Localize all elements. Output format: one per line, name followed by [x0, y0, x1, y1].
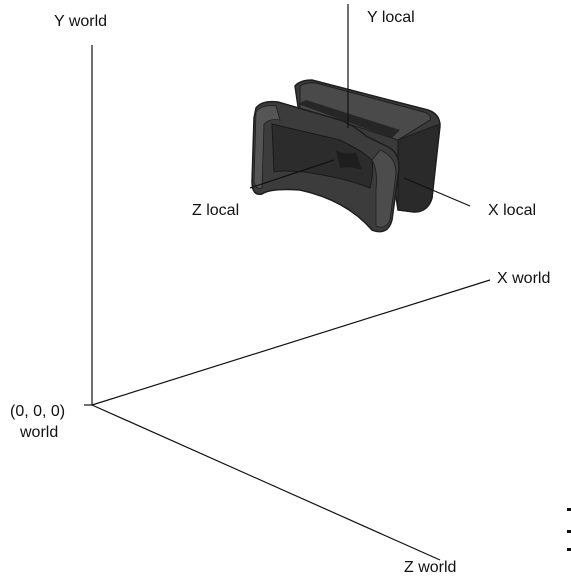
edge-mark: [567, 530, 571, 533]
z-local-axis: [249, 159, 335, 189]
edge-mark: [567, 548, 571, 551]
x-world-label: X world: [497, 270, 551, 287]
x-local-label: X local: [488, 202, 537, 219]
z-world-axis: [91, 404, 441, 561]
origin-coords-label: (0, 0, 0): [10, 403, 66, 420]
origin-world-label: world: [20, 424, 59, 441]
z-local-label: Z local: [192, 202, 240, 219]
y-local-label: Y local: [367, 9, 415, 26]
x-world-axis: [91, 279, 491, 406]
x-local-axis: [403, 177, 471, 207]
edge-mark: [567, 508, 571, 511]
z-world-label: Z world: [404, 559, 457, 576]
vr-headset-icon: [251, 79, 441, 233]
y-world-label: Y world: [54, 13, 108, 30]
